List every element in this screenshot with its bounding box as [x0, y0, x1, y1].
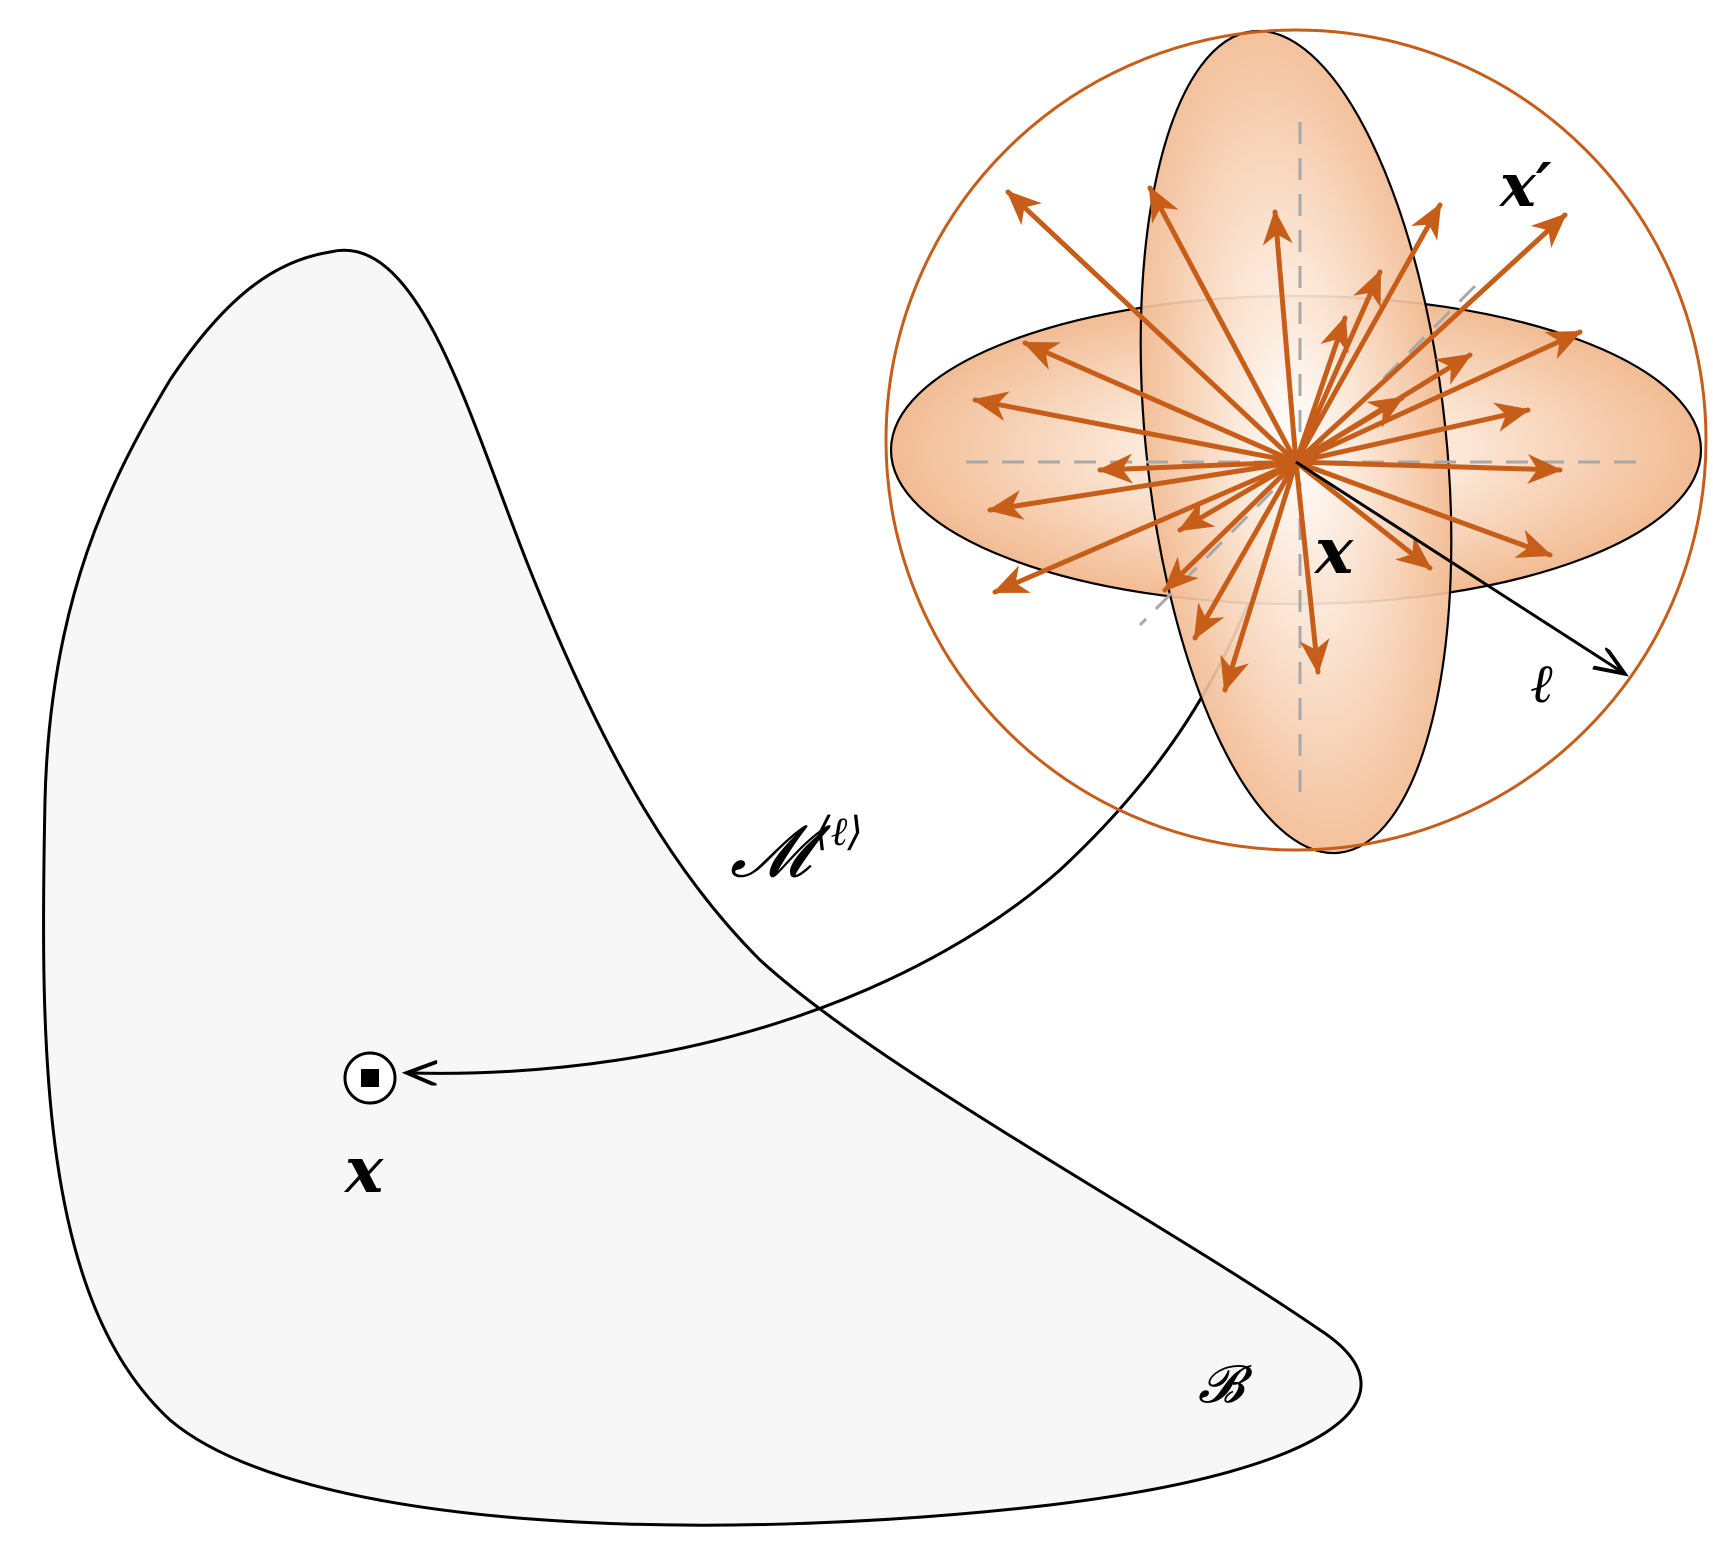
- horizon-radius-arrow: [1295, 460, 1622, 672]
- bond-arrow-17: [1177, 459, 1299, 533]
- bond-arrow-20: [1293, 459, 1330, 675]
- bond-arrow-18: [1162, 459, 1299, 593]
- bond-arrow-3: [1262, 209, 1299, 465]
- bond-arrow-13: [1022, 340, 1299, 465]
- bond-arrow-16: [992, 459, 1299, 595]
- horizon-sphere: [884, 28, 1708, 852]
- bond-arrow-15: [987, 459, 1299, 520]
- bond-arrow-4: [1293, 202, 1443, 465]
- horizon-neighborhood: [884, 28, 1708, 855]
- bond-arrow-9: [1293, 459, 1553, 558]
- bond-arrow-23: [1097, 453, 1299, 484]
- bond-arrow-14: [972, 391, 1299, 465]
- operator-label-superscript: ⟨ℓ⟩: [815, 809, 863, 855]
- bond-arrow-6: [1293, 329, 1583, 465]
- neighbor-point-label: 𝒙′: [1498, 151, 1552, 221]
- horizon-label: ℓ: [1530, 652, 1553, 715]
- bond-arrow-21: [1192, 459, 1299, 641]
- bond-arrow-19: [1220, 459, 1299, 693]
- point-label-center: 𝒙: [1313, 514, 1354, 589]
- bond-vectors: [972, 185, 1583, 693]
- bond-arrow-1: [1005, 189, 1299, 465]
- bond-arrow-8: [1293, 454, 1563, 485]
- body-region: [42, 248, 1363, 1527]
- bond-arrow-10: [1293, 459, 1433, 571]
- bond-arrow-5: [1293, 212, 1568, 465]
- bond-arrow-24: [1293, 352, 1473, 465]
- body-label: 𝓑: [1198, 1355, 1253, 1415]
- bond-arrow-22: [1293, 269, 1383, 465]
- bond-arrow-7: [1293, 402, 1531, 465]
- point-label-local: 𝒙: [343, 1133, 384, 1208]
- bond-arrow-2: [1147, 185, 1299, 465]
- circled-dot-icon: [343, 1051, 397, 1105]
